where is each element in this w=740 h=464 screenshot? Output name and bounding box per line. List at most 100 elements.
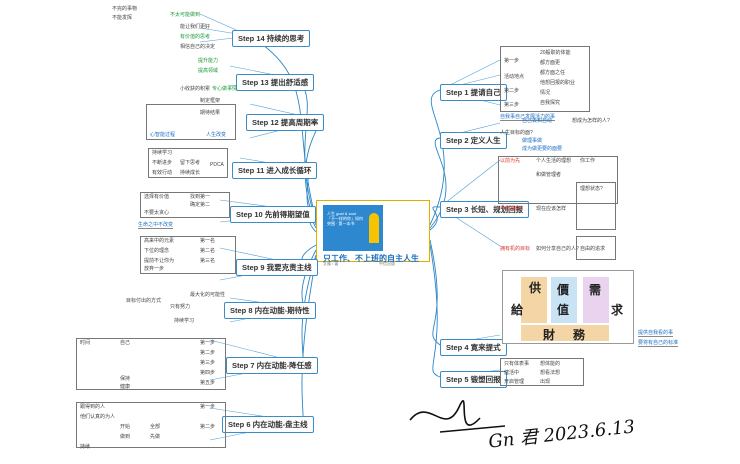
step3-group-c: [576, 236, 616, 260]
leaf: 不断进步: [152, 160, 173, 166]
leaf: 做到: [120, 434, 131, 440]
leaf: 健活中: [504, 370, 520, 376]
step-8[interactable]: Step 8 内在动能-期待性: [224, 302, 316, 319]
leaf: 和做管理者: [536, 172, 562, 178]
leaf: 出现: [540, 379, 551, 385]
step3-group-b: [576, 182, 616, 230]
grid-char: 值: [557, 303, 570, 317]
grid-cell-bg: [521, 325, 609, 341]
leaf: 心智能过程: [150, 132, 176, 138]
step-5[interactable]: Step 5 锻塑回报: [440, 371, 507, 388]
leaf: 想成为怎样的人?: [572, 118, 610, 124]
signature-scribble: [409, 400, 506, 433]
leaf: 第一名: [200, 238, 216, 244]
leaf: 能让我们更好: [180, 24, 211, 30]
leaf: 理想状态?: [580, 186, 603, 192]
leaf: 目标付出的方式: [126, 298, 162, 304]
cover-line: 人生 goal & soul: [327, 211, 356, 216]
leaf: 持续: [80, 444, 91, 450]
leaf: 第五步: [200, 380, 216, 386]
leaf: 专心做事情: [212, 86, 238, 92]
step9-group: [140, 236, 236, 274]
step6-group: [76, 402, 226, 448]
leaf: 做理事做: [522, 138, 543, 144]
step-4[interactable]: Step 4 寛来提式: [440, 339, 507, 356]
leaf: 开始: [120, 424, 131, 430]
grid-char: 價: [557, 283, 570, 297]
leaf: 人生改变: [206, 132, 227, 138]
leaf: 保持: [120, 376, 131, 382]
grid-cell-bg: [583, 277, 609, 323]
link-step1: [429, 89, 445, 226]
step7-group: [76, 338, 226, 390]
step-10[interactable]: Step 10 先前得期望值: [230, 206, 316, 223]
leaf: 都方面之任: [540, 70, 566, 76]
link-step3: [429, 206, 441, 231]
step-9[interactable]: Step 9 我要克责主线: [236, 259, 318, 276]
step-13[interactable]: Step 13 提出舒适感: [236, 74, 315, 91]
grid-char: 財: [543, 328, 556, 342]
center-title: 只工作、不上班的自主人生: [323, 254, 419, 263]
leaf-highlight: 自我事自己发展活力的事: [500, 114, 556, 121]
cover-line: 「不一样的你」如何: [327, 216, 363, 221]
grid-char: 求: [611, 303, 624, 317]
leaf: 第四步: [200, 370, 216, 376]
leaf: 个人生活的理想: [536, 158, 572, 164]
leaf: 小收获的积累: [180, 86, 211, 92]
step12-group: [146, 104, 236, 140]
leaf: 想体能的: [540, 361, 561, 367]
grid-char: 供: [529, 281, 542, 295]
link-step5: [429, 244, 441, 378]
leaf: 健康: [120, 384, 131, 390]
leaf: 自己去和自动: [522, 118, 553, 124]
grid-char: 需: [589, 283, 602, 297]
step-14[interactable]: Step 14 持续的思考: [232, 30, 311, 47]
leaf: 想看法想: [540, 370, 561, 376]
step-3[interactable]: Step 3 长短、规划回报: [440, 201, 530, 218]
leaf: 高来中的元素: [144, 238, 175, 244]
book-cover: 人生 goal & soul 「不一样的你」如何 突围 · 第一本书: [323, 205, 383, 251]
leaf: 最大化的可能性: [190, 292, 226, 298]
cover-figure: [369, 213, 379, 243]
leaf: 持续学习: [174, 318, 195, 324]
step-1[interactable]: Step 1 提请自己: [440, 84, 507, 101]
leaf: 他们认真的为人: [80, 414, 116, 420]
step5-group: [500, 358, 584, 386]
step-6[interactable]: Step 6 内在动能-盘主线: [222, 416, 314, 433]
step-7[interactable]: Step 7 内在动能-降任感: [226, 357, 318, 374]
step-2[interactable]: Step 2 定义人生: [440, 132, 507, 149]
leaf: 不能发挥: [112, 15, 133, 21]
publisher: 中信出版: [379, 261, 395, 266]
leaf: 时间: [80, 340, 91, 346]
leaf: 选择有价值: [144, 194, 170, 200]
grid-char: 務: [573, 328, 586, 342]
leaf: 自己: [120, 340, 131, 346]
leaf: 拥有机的目标: [500, 246, 531, 252]
leaf: 期待结果: [200, 110, 221, 116]
grid-cell-bg: [521, 277, 547, 323]
step11-group: [148, 148, 228, 178]
leaf: 放弃一步: [144, 266, 165, 272]
leaf: 先做: [150, 434, 161, 440]
grid-cell-bg: [551, 277, 577, 323]
leaf: 有效行动: [152, 170, 173, 176]
leaf: 提升能力: [198, 58, 219, 64]
leaf: 下位的理念: [144, 248, 170, 254]
leaf: 第一步: [504, 58, 520, 64]
leaf: 制定框架: [200, 98, 221, 104]
author: 艾隆 / 著: [323, 261, 339, 266]
leaf: 成为做更要的面要: [522, 146, 563, 152]
leaf: 不完的事物: [112, 6, 138, 12]
step-12[interactable]: Step 12 提高周期率: [246, 114, 325, 131]
leaf: PDCA: [210, 162, 224, 168]
leaf: 人生目标的面?: [500, 130, 533, 136]
leaf: 如何分享自己的人?: [536, 246, 579, 252]
step-11[interactable]: Step 11 进入成长循环: [232, 162, 318, 179]
leaf: 不太可能做到: [170, 12, 201, 18]
leaf: 全部: [150, 424, 161, 430]
leaf: 第三步: [200, 360, 216, 366]
cover-text: 人生 goal & soul 「不一样的你」如何 突围 · 第一本书: [327, 211, 363, 226]
leaf: 第二步: [200, 350, 216, 356]
leaf: 第一步: [200, 340, 216, 346]
leaf: 找到第一: [190, 194, 211, 200]
